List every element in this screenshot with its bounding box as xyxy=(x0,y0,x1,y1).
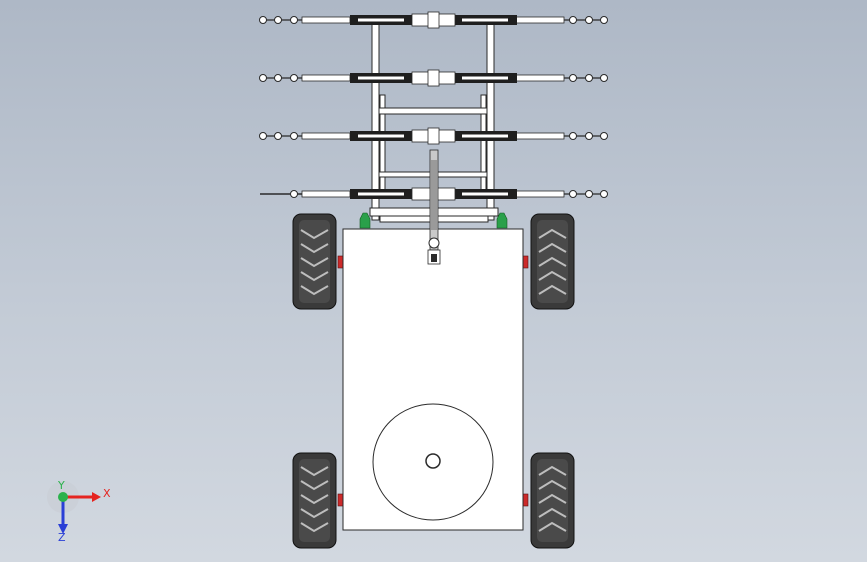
boom-tube-right xyxy=(515,190,565,198)
triad-x-arrow xyxy=(92,492,101,502)
nozzle-icon xyxy=(259,74,267,82)
boom-hub-center xyxy=(427,11,440,29)
boom-rod-left xyxy=(358,134,404,138)
boom-rod-left xyxy=(358,18,404,22)
nozzle-icon xyxy=(569,74,577,82)
coordinate-triad xyxy=(47,481,101,534)
wheel-front-right xyxy=(530,213,575,310)
boom-rod-left xyxy=(358,76,404,80)
mount-nozzles xyxy=(359,212,508,229)
nozzle-icon xyxy=(585,132,593,140)
boom-tube-right xyxy=(515,16,565,24)
nozzle-icon xyxy=(600,190,608,198)
nozzle-icon xyxy=(585,74,593,82)
boom-arm-row-1 xyxy=(259,11,608,29)
boom-crossbar xyxy=(378,107,488,115)
boom-rod-right xyxy=(462,18,508,22)
nozzle-icon xyxy=(569,190,577,198)
boom-tube-left xyxy=(301,190,351,198)
boom-tube-right xyxy=(515,132,565,140)
nozzle-icon xyxy=(569,132,577,140)
wheel-rear-right xyxy=(530,452,575,549)
boom-tube-left xyxy=(301,132,351,140)
triad-y-axis xyxy=(58,492,68,502)
nozzle-icon xyxy=(585,190,593,198)
boom-rod-left xyxy=(358,192,404,196)
nozzle-icon xyxy=(274,132,282,140)
triad-x-label: X xyxy=(103,487,111,500)
tank-fill-cap xyxy=(425,453,441,469)
nozzle-icon xyxy=(290,74,298,82)
boom-tube-right xyxy=(515,74,565,82)
nozzle-icon xyxy=(585,16,593,24)
nozzle-icon xyxy=(274,16,282,24)
nozzle-icon xyxy=(259,132,267,140)
triad-z-label: Z xyxy=(58,531,66,544)
nozzle-icon xyxy=(290,16,298,24)
nozzle-icon xyxy=(259,16,267,24)
triad-z-arrow xyxy=(58,524,68,534)
boom-rod-right xyxy=(462,192,508,196)
boom-hub-center xyxy=(427,127,440,145)
triad-y-label: Y xyxy=(58,479,65,492)
nozzle-icon xyxy=(600,16,608,24)
boom-arm-row-2 xyxy=(259,69,608,87)
nozzle-icon xyxy=(290,132,298,140)
boom-tube-left xyxy=(301,16,351,24)
boom-rod-right xyxy=(462,76,508,80)
nozzle-icon xyxy=(600,132,608,140)
nozzle-mount-left xyxy=(359,212,371,229)
boom-tube-left xyxy=(301,74,351,82)
lift-strut xyxy=(427,149,441,265)
wheel-front-left xyxy=(292,213,337,310)
nozzle-icon xyxy=(600,74,608,82)
nozzle-icon xyxy=(274,74,282,82)
boom-hub-center xyxy=(427,69,440,87)
boom-rod-right xyxy=(462,134,508,138)
nozzle-icon xyxy=(569,16,577,24)
boom-arm-row-3 xyxy=(259,127,608,145)
wheels xyxy=(292,213,575,549)
wheel-rear-left xyxy=(292,452,337,549)
nozzle-mount-right xyxy=(496,212,508,229)
nozzle-icon xyxy=(290,190,298,198)
